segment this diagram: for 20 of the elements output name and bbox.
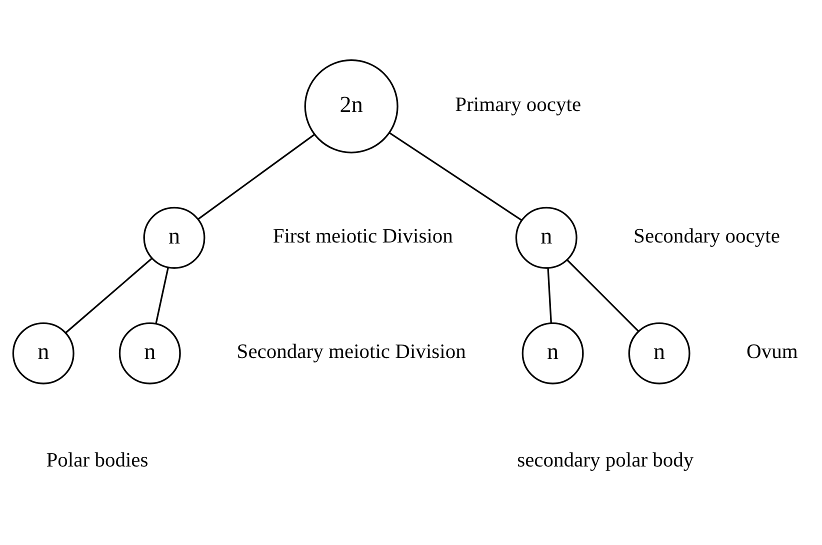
label: First meiotic Division <box>272 226 453 248</box>
connector <box>65 258 153 334</box>
connector <box>547 268 552 324</box>
node-circle: n <box>118 322 181 384</box>
connector <box>198 134 315 220</box>
label: Secondary meiotic Division <box>236 341 466 364</box>
connector <box>388 132 522 221</box>
node-circle: n <box>628 322 690 384</box>
node-label: Primary oocyte <box>455 94 582 116</box>
node-circle: n <box>515 206 578 269</box>
label: secondary polar body <box>517 450 694 472</box>
connector <box>155 267 169 324</box>
node-circle: n <box>143 206 206 269</box>
node-circle: n <box>522 322 584 384</box>
label: Polar bodies <box>46 450 148 472</box>
node-circle: 2n <box>304 59 398 154</box>
node-label: Ovum <box>746 341 798 364</box>
node-label: Secondary oocyte <box>634 226 780 248</box>
connector <box>566 259 639 332</box>
node-circle: n <box>12 322 74 384</box>
